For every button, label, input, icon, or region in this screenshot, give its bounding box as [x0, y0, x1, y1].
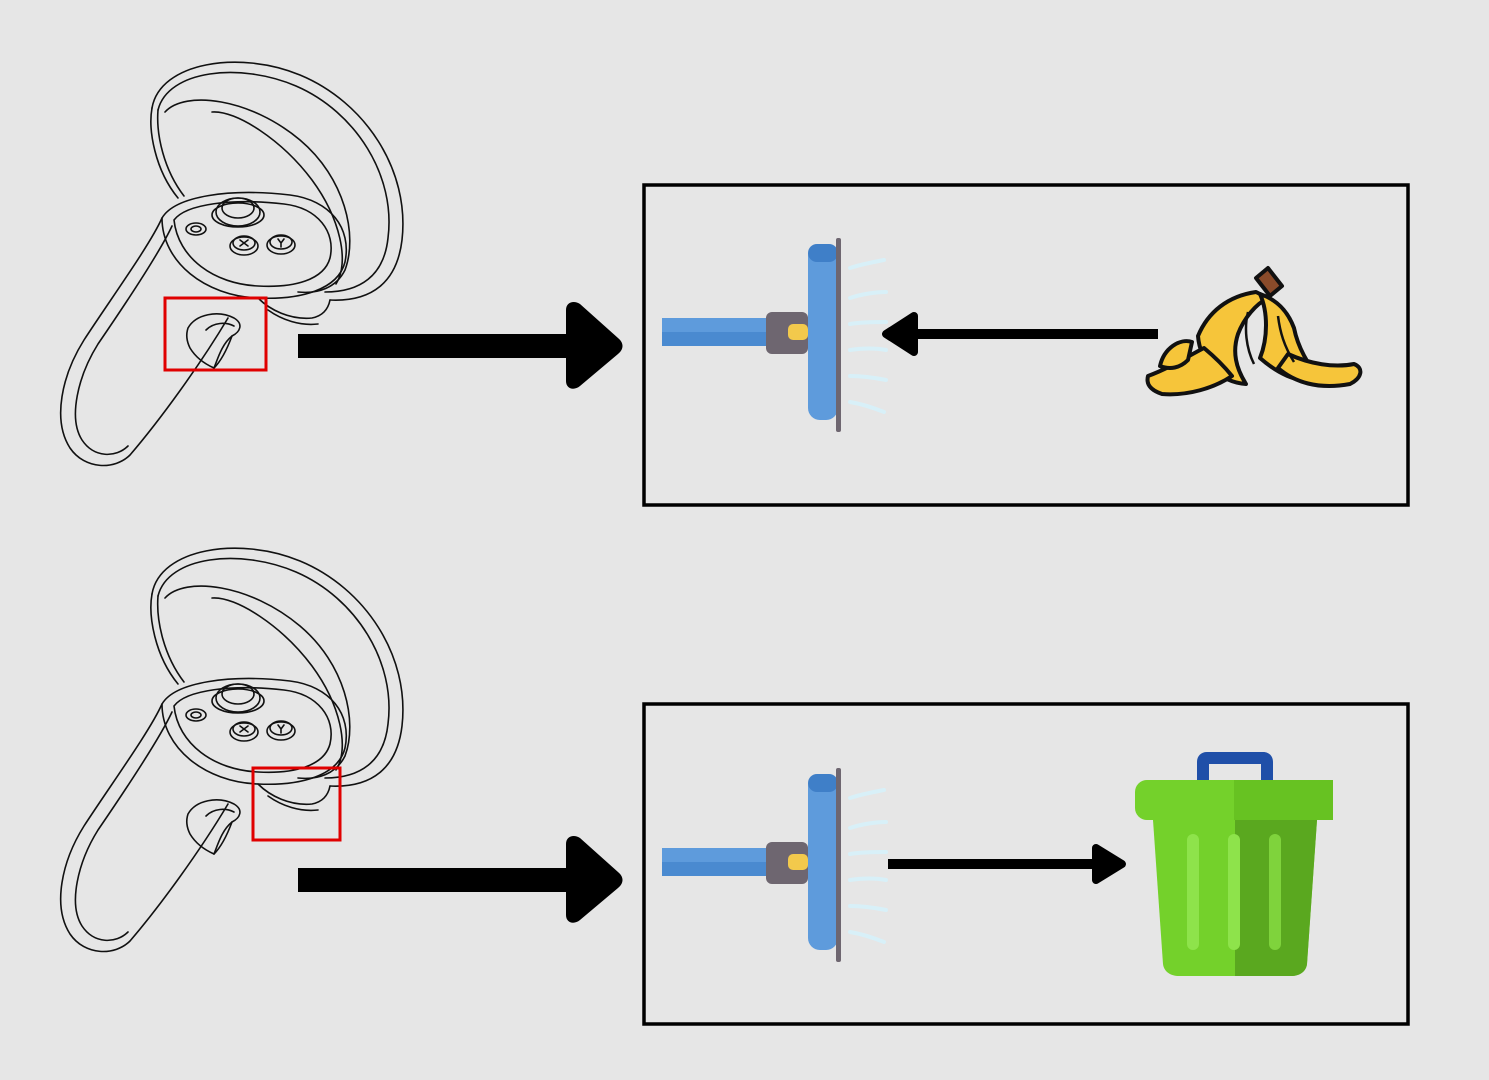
action-panel-blow	[642, 702, 1410, 1026]
arrow-left-toward-vacuum	[882, 312, 1158, 356]
action-panel-suck	[642, 183, 1410, 507]
row-2	[59, 547, 1410, 1026]
vacuum-cleaner-icon	[660, 236, 888, 434]
trash-bin-icon	[1135, 752, 1333, 976]
row-1	[59, 61, 1410, 507]
trigger-highlight-box	[163, 296, 268, 372]
big-arrow-right	[298, 302, 623, 389]
vr-controller-icon	[59, 61, 404, 467]
big-arrow-right	[298, 836, 623, 923]
banana-peel-icon	[1145, 266, 1363, 397]
grip-highlight-box	[251, 766, 342, 842]
vacuum-cleaner-icon	[660, 766, 888, 964]
arrow-right-away-from-vacuum	[888, 844, 1126, 884]
